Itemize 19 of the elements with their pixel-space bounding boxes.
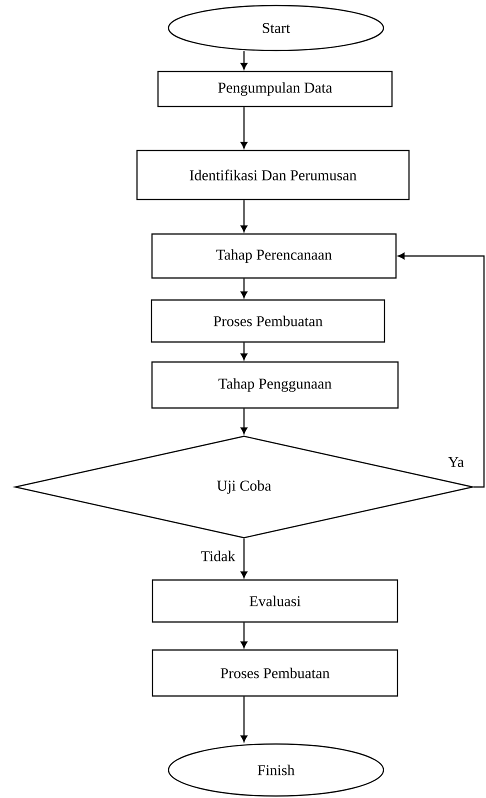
process-box: Tahap Perencanaan	[151, 233, 397, 279]
arrow	[240, 200, 248, 232]
arrow	[240, 696, 248, 742]
process-box: Pengumpulan Data	[157, 70, 393, 108]
arrow	[240, 51, 248, 70]
arrow	[240, 538, 248, 578]
edge-label: Ya	[447, 456, 465, 468]
arrow	[240, 107, 248, 149]
arrow	[240, 622, 248, 648]
edge-label: Tidak	[200, 550, 236, 562]
process-box: Proses Pembuatan	[152, 649, 398, 697]
process-box: Identifikasi Dan Perumusan	[136, 150, 410, 200]
process-box: Evaluasi	[152, 579, 398, 623]
process-box: Proses Pembuatan	[150, 299, 386, 343]
arrow	[240, 408, 248, 434]
arrow	[240, 278, 248, 298]
process-box: Tahap Penggunaan	[151, 361, 399, 409]
arrow	[240, 342, 248, 360]
arrow	[398, 252, 485, 488]
